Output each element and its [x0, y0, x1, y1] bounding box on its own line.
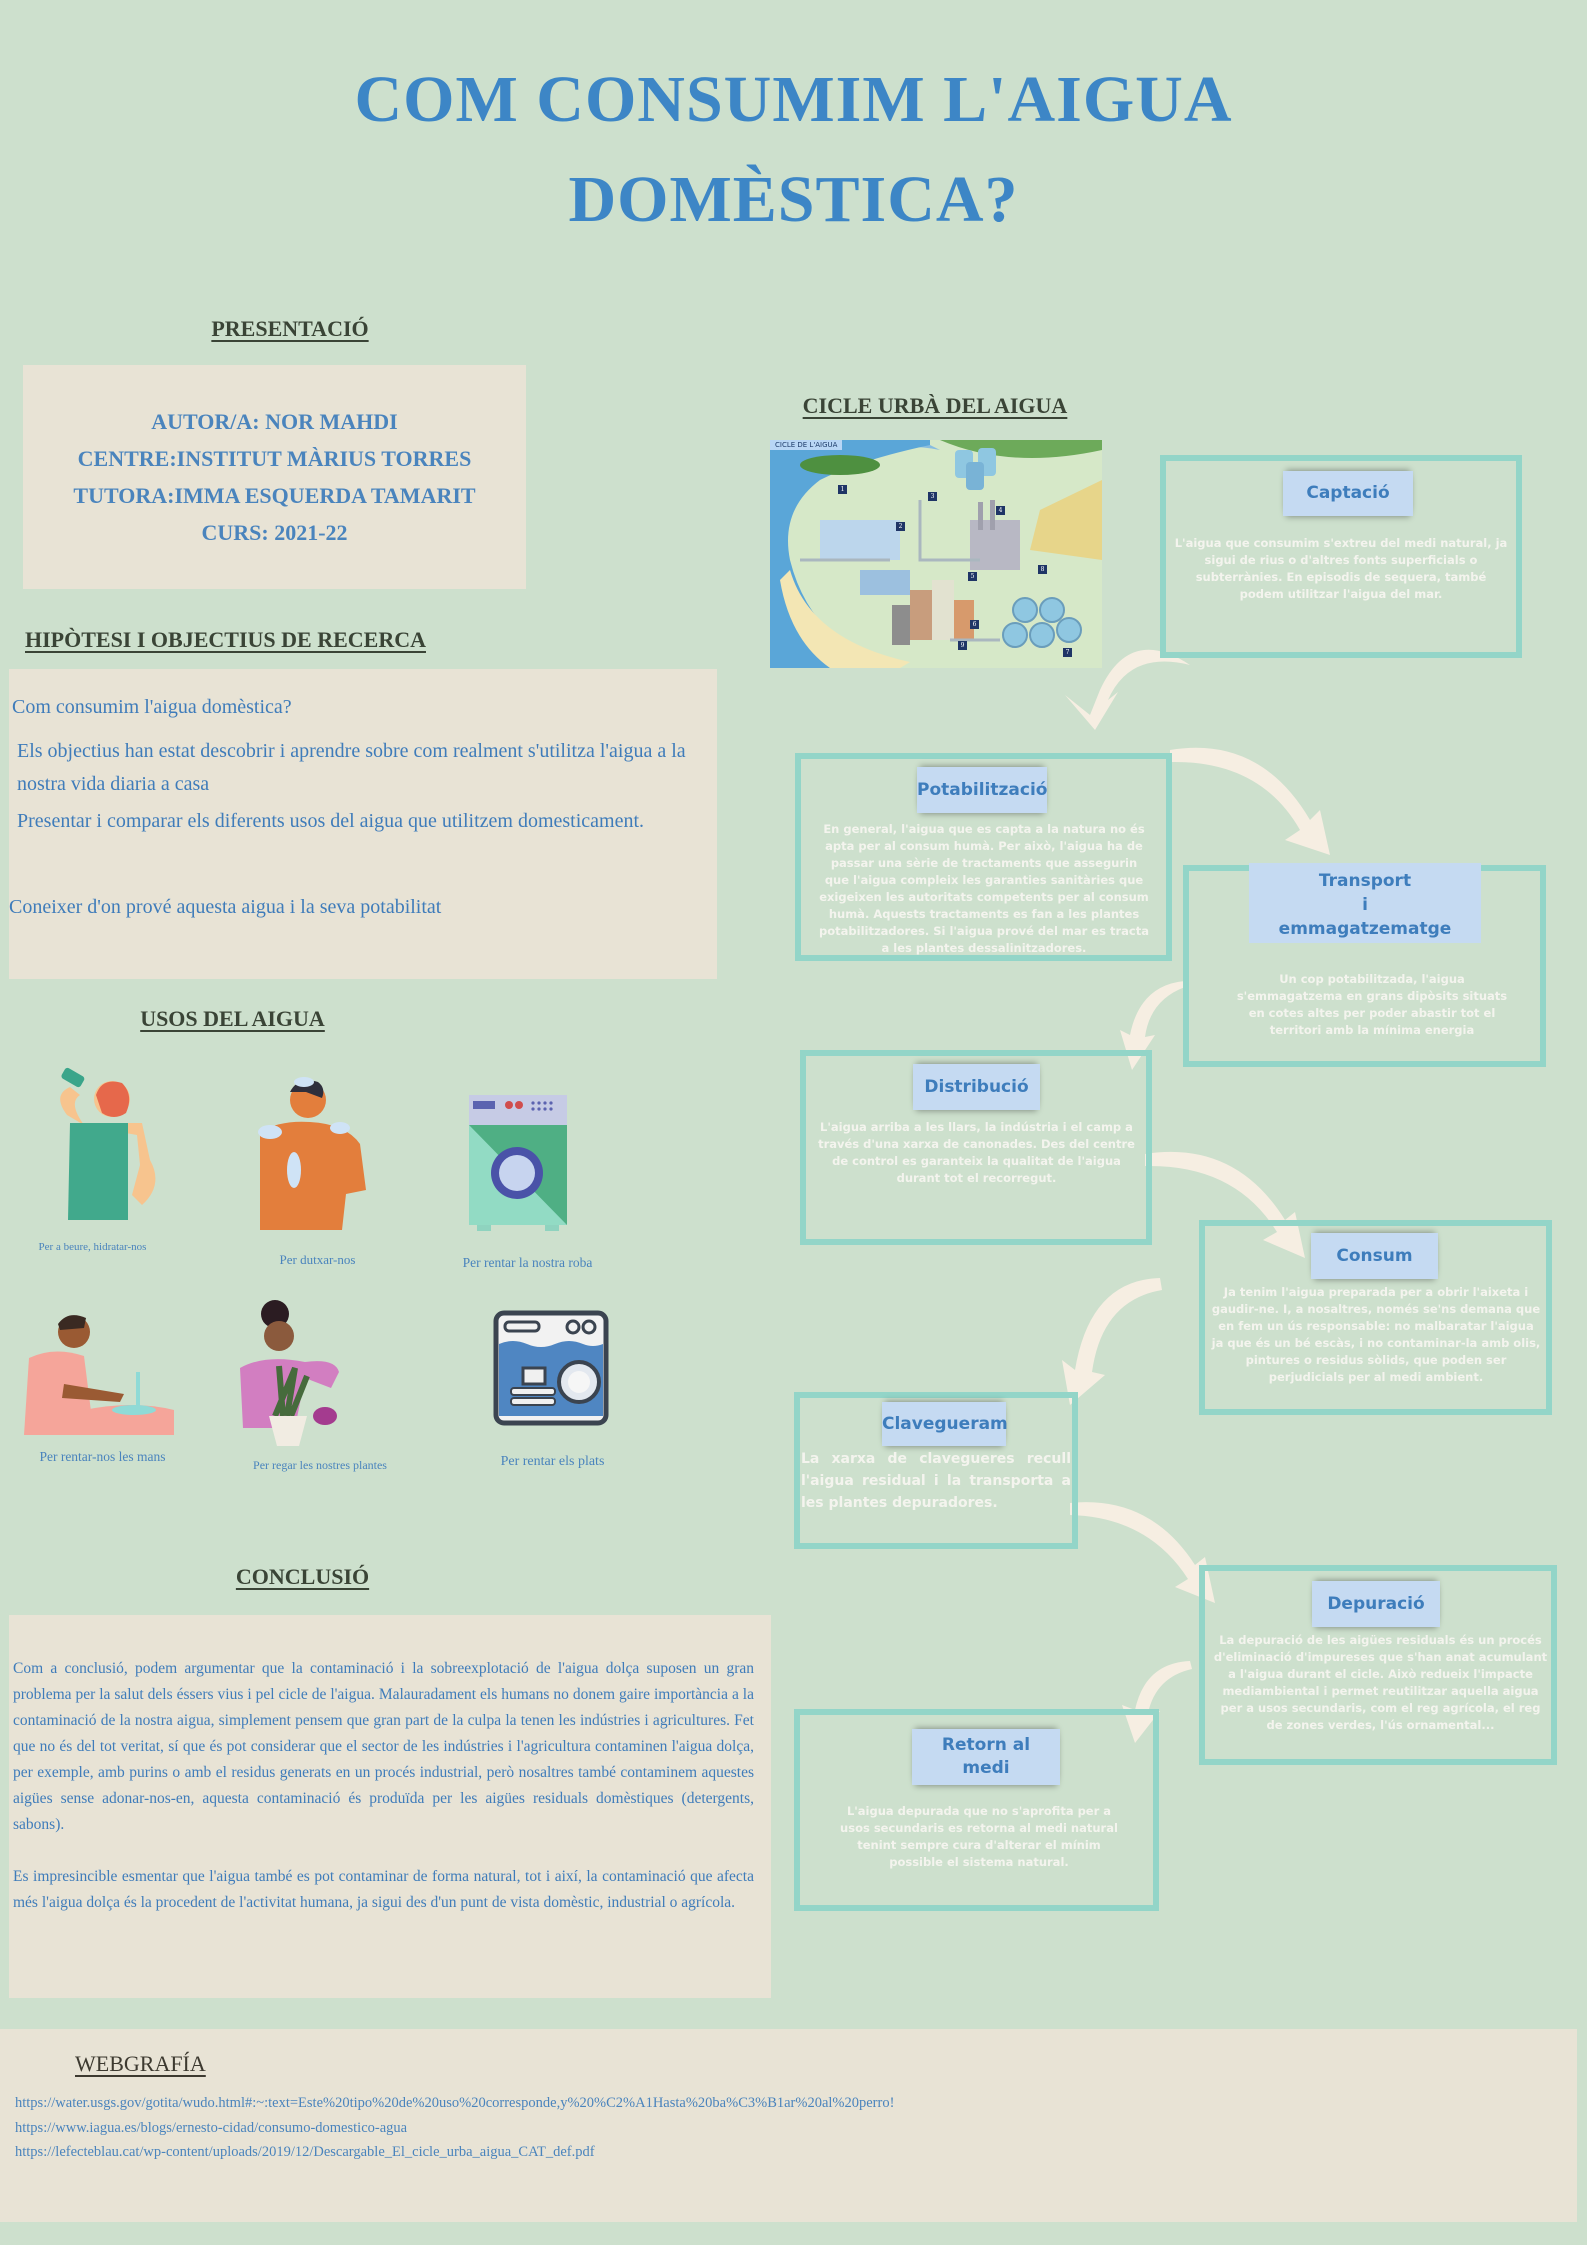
usos-heading: USOS DEL AIGUA: [140, 1006, 325, 1031]
step-title: Transport i emmagatzematge: [1249, 863, 1481, 943]
reference-link-3[interactable]: https://lefecteblau.cat/wp-content/uploa…: [15, 2144, 595, 2160]
cycle-marker-6: 6: [970, 620, 979, 629]
curved-arrow-icon: [1145, 1151, 1305, 1258]
step-title: Clavegueram: [882, 1402, 1008, 1446]
curved-arrow-icon: [1122, 1661, 1192, 1743]
cycle-step-consum: Consum Ja tenim l'aigua preparada per a …: [1199, 1220, 1552, 1415]
cycle-marker-1: 1: [838, 485, 847, 494]
research-question: Com consumim l'aigua domèstica?: [12, 696, 292, 718]
cycle-step-transport: Transport i emmagatzematge Un cop potabi…: [1183, 863, 1546, 1067]
washing-machine-icon: [467, 1095, 569, 1235]
use-label-dishes: Per rentar els plats: [500, 1454, 605, 1469]
curved-arrow-icon: [1062, 1278, 1162, 1405]
conclusio-heading: CONCLUSIÓ: [235, 1564, 370, 1589]
step-title-line: emmagatzematge: [1278, 919, 1452, 939]
step-title: Potabilització: [917, 767, 1047, 813]
step-description: La depuració de les aigües residuals és …: [1213, 1633, 1548, 1732]
cycle-step-depuracio: Depuració La depuració de les aigües res…: [1199, 1565, 1557, 1765]
step-title-line: medi: [962, 1758, 1010, 1778]
use-label-laundry: Per rentar la nostra roba: [462, 1255, 593, 1270]
urban-water-cycle-image: CICLE DE L'AIGUA 1 2 3 4 5 6 7 8 9: [770, 440, 1102, 668]
conclusion-paragraph-1: Com a conclusió, podem argumentar que la…: [13, 1660, 754, 1833]
cycle-step-captacio: Captació L'aigua que consumim s'extreu d…: [1160, 455, 1522, 658]
step-description: En general, l'aigua que es capta a la na…: [819, 822, 1149, 955]
cycle-marker-9: 9: [958, 641, 967, 650]
curved-arrow-icon: [1120, 981, 1185, 1070]
conclusio-panel: Com a conclusió, podem argumentar que la…: [9, 1615, 771, 1998]
cycle-marker-5: 5: [968, 572, 977, 581]
cycle-marker-2: 2: [896, 522, 905, 531]
use-label-drink: Per a beure, hidratar-nos: [38, 1241, 147, 1253]
step-title: Depuració: [1312, 1581, 1440, 1627]
hipotesi-heading: HIPÒTESI I OBJECTIUS DE RECERCA: [25, 627, 426, 652]
reference-link-2[interactable]: https://www.iagua.es/blogs/ernesto-cidad…: [15, 2120, 408, 2136]
page-title-line2: DOMÈSTICA?: [568, 163, 1019, 236]
step-description: Ja tenim l'aigua preparada per a obrir l…: [1211, 1285, 1541, 1384]
cycle-step-clavegueram: Clavegueram La xarxa de clavegueres recu…: [794, 1392, 1078, 1549]
step-title: Captació: [1283, 471, 1413, 516]
use-label-handwash: Per rentar-nos les mans: [39, 1449, 166, 1464]
objective-3: Coneixer d'on prové aquesta aigua i la s…: [9, 896, 442, 918]
step-title-line: i: [1362, 895, 1368, 915]
showering-person-icon: [250, 1070, 380, 1230]
webgrafia-heading: WEBGRAFÍA: [75, 2051, 206, 2076]
presentacio-heading: PRESENTACIÓ: [211, 316, 369, 341]
step-title-line: Retorn al: [941, 1735, 1031, 1755]
page-title-line1: COM CONSUMIM L'AIGUA: [354, 63, 1233, 136]
objective-1: Els objectius han estat descobrir i apre…: [17, 740, 686, 795]
cicle-heading: CICLE URBÀ DEL AIGUA: [802, 393, 1068, 418]
step-description: La xarxa de clavegueres recull l'aigua r…: [801, 1451, 1071, 1511]
curved-arrow-icon: [1170, 747, 1330, 855]
dishwasher-icon: [493, 1310, 609, 1426]
tutor-line: TUTORA:IMMA ESQUERDA TAMARIT: [73, 483, 476, 508]
handwashing-person-icon: [24, 1310, 179, 1435]
cycle-marker-4: 4: [996, 506, 1005, 515]
step-description: Un cop potabilitzada, l'aigua s'emmagatz…: [1236, 972, 1508, 1037]
step-description: L'aigua arriba a les llars, la indústria…: [818, 1120, 1135, 1185]
cycle-step-potabilitzacio: Potabilització En general, l'aigua que e…: [795, 753, 1172, 961]
course-line: CURS: 2021-22: [201, 520, 348, 545]
reference-link-1[interactable]: https://water.usgs.gov/gotita/wudo.html#…: [15, 2095, 895, 2111]
step-title-line: Transport: [1318, 871, 1412, 891]
step-title: Consum: [1311, 1233, 1438, 1279]
webgrafia-panel: WEBGRAFÍA https://water.usgs.gov/gotita/…: [0, 2029, 1577, 2222]
centre-line: CENTRE:INSTITUT MÀRIUS TORRES: [77, 446, 472, 471]
cycle-marker-7: 7: [1063, 648, 1072, 657]
objective-2: Presentar i comparar els diferents usos …: [17, 810, 645, 832]
conclusion-paragraph-2: Es impresincible esmentar que l'aigua ta…: [13, 1868, 754, 1911]
cycle-marker-3: 3: [928, 492, 937, 501]
author-line: AUTOR/A: NOR MAHDI: [151, 409, 398, 434]
drinking-person-icon: [22, 1065, 172, 1225]
step-description: L'aigua que consumim s'extreu del medi n…: [1174, 536, 1508, 601]
cycle-step-distribucio: Distribució L'aigua arriba a les llars, …: [800, 1050, 1152, 1245]
cycle-step-retorn: Retorn al medi L'aigua depurada que no s…: [794, 1709, 1159, 1911]
step-title: Retorn al medi: [912, 1729, 1060, 1785]
hipotesi-panel: Com consumim l'aigua domèstica? Els obje…: [9, 669, 717, 979]
watering-plant-person-icon: [235, 1298, 350, 1448]
use-label-plants: Per regar les nostres plantes: [253, 1458, 387, 1472]
presentacio-panel: AUTOR/A: NOR MAHDI CENTRE:INSTITUT MÀRIU…: [23, 365, 526, 589]
step-description: L'aigua depurada que no s'aprofita per a…: [840, 1804, 1118, 1869]
curved-arrow-icon: [1065, 649, 1190, 730]
step-title: Distribució: [913, 1064, 1040, 1110]
cycle-image-label: CICLE DE L'AIGUA: [770, 440, 843, 450]
use-label-shower: Per dutxar-nos: [279, 1252, 356, 1267]
cycle-marker-8: 8: [1038, 565, 1047, 574]
